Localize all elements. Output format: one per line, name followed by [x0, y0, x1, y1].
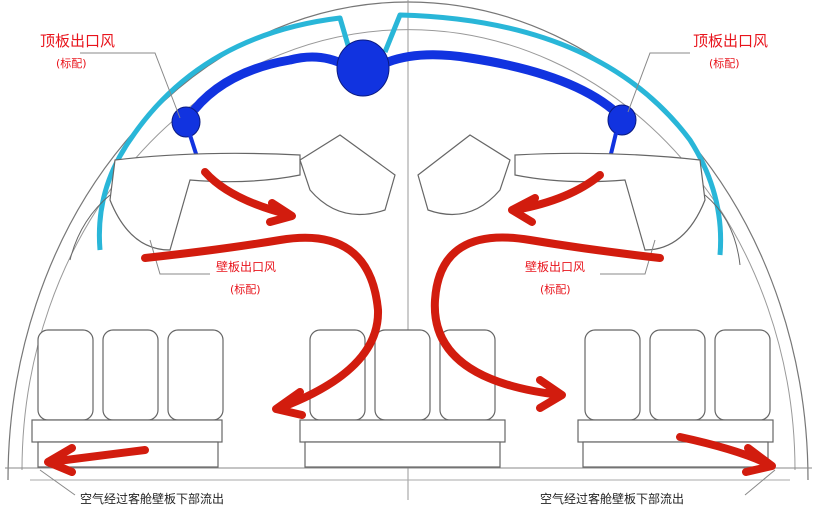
leader-ceiling-left [80, 52, 181, 119]
secondary-duct-left [96, 15, 353, 251]
exhaust-label-left: 空气经过客舱壁板下部流出 [80, 492, 225, 506]
airflow-arrow-sidewall-right [430, 233, 664, 412]
airflow-arrow-exhaust-right [676, 433, 776, 476]
main-plenum [336, 39, 390, 97]
sidewall-outlet-note-left: (标配) [230, 283, 261, 296]
airflow-arrow-ceiling-left [201, 168, 296, 226]
ceiling-outlet-note-left: (标配) [56, 57, 87, 70]
sidewall-panel-right [704, 194, 741, 266]
leader-ceiling-right [627, 52, 690, 113]
airflow-arrow-exhaust-left [44, 444, 149, 476]
leader-exhaust-left [39, 469, 76, 496]
sidewall-panel-left [69, 194, 111, 261]
seat-group-right [577, 329, 774, 468]
leader-exhaust-right [744, 469, 776, 496]
seat-group-center [299, 329, 506, 468]
airflow-arrow-sidewall-left [141, 233, 383, 419]
ceiling-outlet-label-left: 顶板出口风 [40, 32, 116, 50]
leader-sidewall-left [149, 239, 210, 275]
overhead-bin-left [109, 152, 301, 251]
airflow-arrow-ceiling-right [508, 171, 604, 226]
center-bin-right [417, 134, 511, 216]
ceiling-outlet-note-right: (标配) [709, 57, 740, 70]
riser-left [171, 106, 201, 138]
leader-sidewall-right [600, 239, 656, 275]
secondary-duct-right [382, 12, 724, 256]
seat-group-left [31, 329, 224, 468]
sidewall-outlet-note-right: (标配) [540, 283, 571, 296]
main-duct-left [183, 52, 350, 123]
center-bin-left [299, 134, 396, 216]
exhaust-label-right: 空气经过客舱壁板下部流出 [540, 492, 685, 506]
sidewall-outlet-label-left: 壁板出口风 [216, 260, 277, 274]
ceiling-outlet-label-right: 顶板出口风 [693, 32, 769, 50]
main-duct-right [383, 50, 627, 123]
riser-right [607, 104, 637, 136]
sidewall-outlet-label-right: 壁板出口风 [525, 260, 586, 274]
overhead-bin-right [514, 152, 706, 251]
